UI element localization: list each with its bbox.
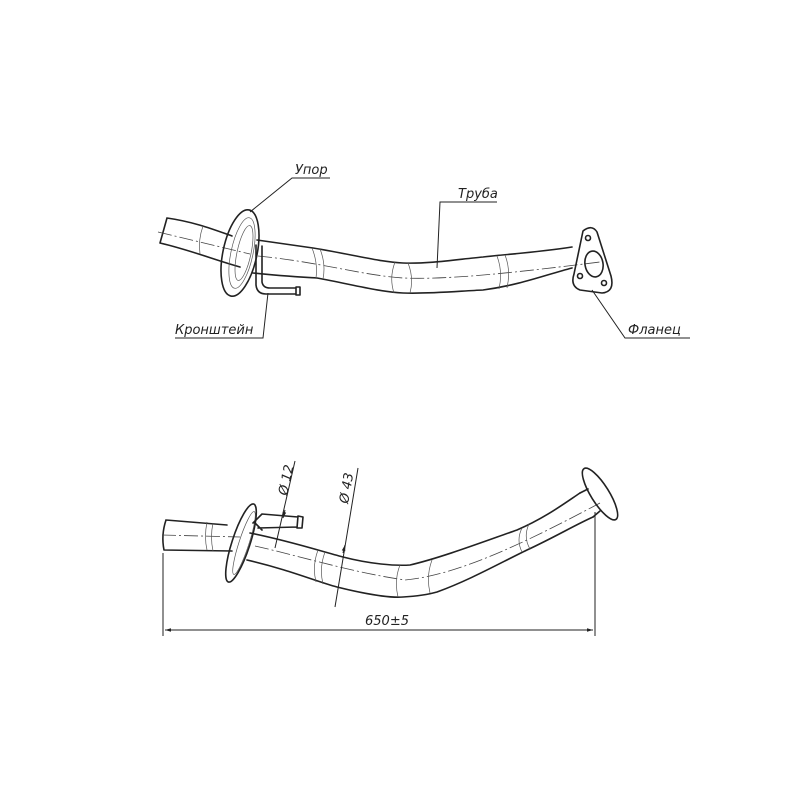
- top-view-pipe-assembly: [157, 177, 690, 339]
- exhaust-flange: [572, 226, 613, 294]
- label-flange: Фланец: [628, 323, 681, 338]
- dimension-overall-length: 650±5: [365, 614, 409, 629]
- bracket: [255, 244, 301, 296]
- dimension-bracket-diameter: Ø 12: [276, 463, 297, 497]
- bottom-view-pipe-assembly: [161, 460, 619, 636]
- inlet-stub: [159, 217, 241, 268]
- exhaust-flange: [579, 467, 619, 521]
- label-stop: Упор: [295, 163, 328, 178]
- stop-flange: [220, 209, 260, 297]
- label-bracket: Кронштейн: [175, 323, 254, 338]
- stop-flange: [224, 503, 258, 583]
- label-pipe: Труба: [458, 187, 498, 202]
- bracket: [252, 513, 304, 531]
- main-pipe: [246, 492, 594, 598]
- main-pipe: [252, 239, 573, 294]
- dimension-pipe-diameter: Ø 43: [337, 472, 357, 506]
